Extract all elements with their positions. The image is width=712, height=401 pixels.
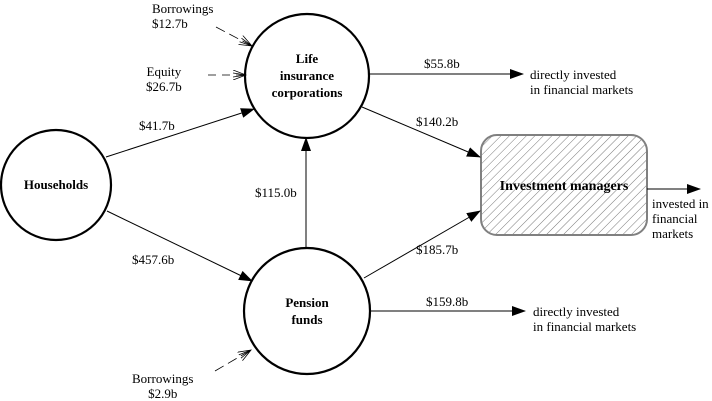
- managers-out-line1: invested in: [652, 196, 709, 211]
- life-direct-destination: directly invested in financial markets: [530, 67, 633, 97]
- pension-borrowings-label: Borrowings $2.9b: [132, 371, 193, 401]
- pension-borrowings-value: $2.9b: [148, 386, 178, 401]
- life-borrowings-value: $12.7b: [152, 16, 188, 31]
- life-equity-value: $26.7b: [146, 79, 182, 94]
- arrow-life-to-managers: [361, 106, 481, 158]
- flow-life-to-direct: $55.8b: [424, 56, 460, 71]
- pension-label-line2: funds: [291, 312, 323, 327]
- pension-borrowings-text: Borrowings: [132, 371, 194, 386]
- life-equity-label: Equity $26.7b: [146, 64, 182, 94]
- arrow-households-to-pension: [106, 210, 253, 282]
- flow-pension-to-managers: $185.7b: [416, 242, 459, 257]
- investment-managers-label: Investment managers: [499, 179, 629, 194]
- arrow-pension-to-managers: [363, 210, 481, 279]
- managers-out-line2: financial: [652, 211, 698, 226]
- flow-households-to-pension: $457.6b: [132, 252, 175, 267]
- flow-households-to-life: $41.7b: [139, 118, 175, 133]
- flow-life-to-managers: $140.2b: [416, 114, 459, 129]
- life-borrowings-text: Borrowings: [152, 1, 214, 16]
- managers-out-destination: invested in financial markets: [652, 196, 709, 241]
- investment-managers-node: [480, 134, 648, 236]
- life-label-line3: corporations: [271, 85, 343, 100]
- pension-label-line1: Pension: [285, 295, 329, 310]
- life-label-line1: Life: [295, 51, 319, 66]
- arrow-life-borrowings: [215, 26, 252, 46]
- households-node: [0, 128, 113, 242]
- managers-out-line3: markets: [652, 226, 694, 241]
- households-label: Households: [23, 177, 89, 192]
- pension-direct-line2: in financial markets: [533, 319, 637, 334]
- life-insurance-label: Life insurance corporations: [245, 50, 369, 101]
- life-borrowings-label: Borrowings $12.7b: [152, 1, 213, 31]
- flow-pension-to-life: $115.0b: [255, 185, 297, 200]
- pension-direct-destination: directly invested in financial markets: [533, 304, 636, 334]
- life-equity-text: Equity: [146, 64, 182, 79]
- pension-direct-line1: directly invested: [533, 304, 620, 319]
- pension-funds-label: Pension funds: [245, 294, 369, 328]
- arrow-pension-borrowings: [214, 350, 251, 372]
- life-label-line2: insurance: [279, 68, 335, 83]
- arrow-households-to-life: [105, 108, 255, 158]
- flow-pension-to-direct: $159.8b: [426, 294, 469, 309]
- life-direct-line1: directly invested: [530, 67, 617, 82]
- life-direct-line2: in financial markets: [530, 82, 634, 97]
